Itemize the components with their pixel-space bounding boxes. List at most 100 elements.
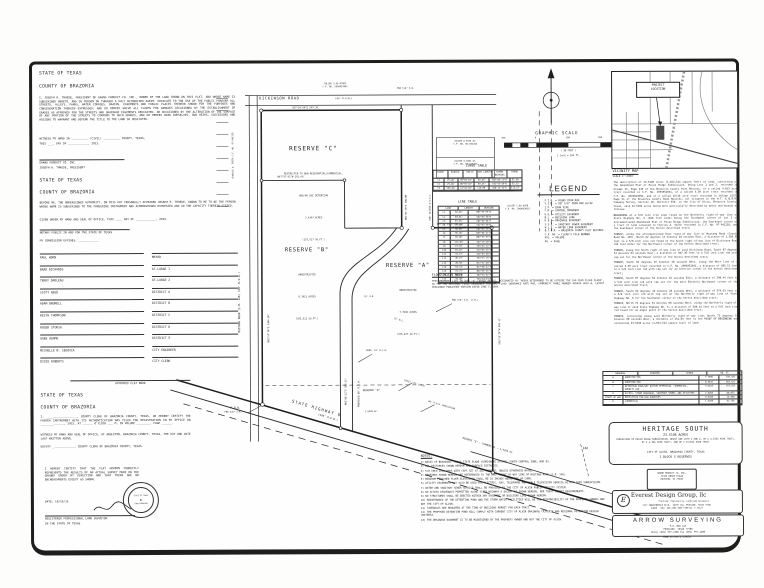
official-title: CITY CLERK [152,356,239,364]
seal-bottom-text: LAND SURVEYOR [134,502,148,505]
county-heading-2: COUNTY OF BRAZORIA [39,190,95,196]
reserve-id-cell: C [603,384,624,393]
curve-table-header-cell: CHORD BEARING [492,170,508,179]
vicinity-map-scale: SCALE 1"=2000' [612,174,635,178]
official-title-text: DISTRICT C [152,312,171,317]
official-signature-row: GABE ADAME DISTRICT E [40,333,239,341]
description-paragraph: THENCE, along the aforementioned East ri… [613,232,738,247]
scale-one-inch: 1 inch = 100 ft. [556,154,580,158]
commission-expires: MY COMMISSION EXPIRES: ____________ [39,238,99,243]
approved-plat-line: APPROVED PLAT BOOK [70,379,191,386]
adjacent-ticks-group [216,98,229,207]
monument-circles-group [259,108,495,475]
official-name: SCOTT REED [39,287,144,295]
reserve-c-name: RESERVE "C" [289,145,338,153]
official-name: DIXIE ROBERTS [40,357,145,364]
curve-table-row: C3 530.00' 12°18'40" 113.89' S08°13'32"E… [433,186,522,191]
job-number-line: JOB# 15-105-1 (2015) [662,535,692,539]
bearing-c-road-label: N02°05'30"E 360.00' [404,193,408,220]
utility-easement-callout: 10' U.E. [364,295,375,299]
official-name-text: TERRY DROLEAU [39,278,64,283]
everest-address: 2727 INDEPENDENCE BLVD., SUITE 100, PEAR… [642,504,712,507]
arrow-phone: Phone (281) 997-1286 Fax (281) 997-1288 [651,530,706,534]
bearing-internal-label: N87°55'02"W 261.08' [277,175,305,179]
description-paragraph: THENCE, South 02 degrees 19 minutes 28 s… [613,289,739,300]
official-name: TERRY DROLEAU [39,276,144,283]
official-signature-row: ROGER STUKSA DISTRICT D [40,322,239,330]
clerk-witness: WITNESS MY HAND AND SEAL OF OFFICE, AT A… [40,431,191,441]
official-signature-row: KEITH THOMPSON DISTRICT C [40,310,239,318]
dickinson-row-label: (60' R.O.W.) [335,97,353,101]
reserve-a-acres: 7.7006 ACRES [399,311,417,315]
official-title: AT-LARGE 1 [151,264,238,271]
description-paragraph: BEGINNING at a 5/8 inch iron pipe found … [613,213,738,231]
curve-chord-cell: 113.67' [510,186,522,191]
curve-table-header-cell: CHORD [507,170,522,179]
bearing-top-label: S87°54'04"E 507.36' [292,106,320,110]
scale-tick: 0 [534,136,537,140]
official-title: CITY ENGINEER [152,345,239,352]
curve-table-header-cell: CURVE [433,170,449,179]
vicinity-linework [612,71,738,168]
official-name: ADAM BRUNELL [40,299,145,306]
clerk-county-heading: COUNTY OF BRAZORIA [40,405,96,411]
official-name-text: KEITH THOMPSON [40,313,66,318]
arrow-surveying-name: ARROW SURVEYING [633,517,723,524]
surveyor-certification: I HEREBY CERTIFY THAT THE PLAT HEREON CO… [44,466,139,482]
official-signature-row: TERRY DROLEAU AT-LARGE 2 [39,275,238,283]
graphic-scale-title: GRAPHIC SCALE [535,130,579,136]
official-name-text: MICHELLE N. SEGOVIA [40,348,75,353]
waterline-easement-callout: PROP. 10' W.L.E. [366,348,388,353]
everest-tagline: Planning, Engineering, Landscape Designe… [658,500,710,503]
reserve-a-sqft: (335,437 SQ.FT.) [396,333,420,337]
curve-table-body: C1 25.00' 90°04'18" 39.30' N47°06'21"W 3… [433,178,522,191]
boundary-group [176,109,660,522]
official-name-text: ADAM BRUNELL [40,301,62,306]
official-title: DISTRICT D [152,322,239,329]
reserve-b-sqft: (365,521 SQ.FT.) [295,317,319,321]
official-title: DISTRICT B [152,299,239,306]
reserve-table-row: E COMMERCIAL 1.4269 62,156 [603,399,742,405]
official-signature-row: PAUL HORN MAYOR [39,252,238,260]
surveyor-date: DATE: 10/26/15 [44,499,69,504]
curve-table-title: CURVE TABLE [465,163,488,168]
dedication-paragraph: I, JOSEPH R. THREDE, PRESIDENT OF GRAND … [39,94,236,122]
reserve-d-acres: 2.0403 AC. [364,410,379,414]
official-name-text: DIXIE ROBERTS [40,359,64,364]
note-item: 13) THE DRAINAGE EASEMENT IS TO BE MAINT… [420,517,563,522]
found-iron-rod-callout: FND 5/8" I.R. (C.M.) [452,298,479,302]
reserve-c-use-1: RESTRICTED TO NON-RESIDENTIAL/COMMERCIAL… [283,171,343,175]
official-title-text: DISTRICT B [152,301,171,306]
description-paragraph: THENCE, North 72 degrees 51 minutes 08 s… [614,301,739,313]
notes-list: 1) BASIS OF BEARINGS: TEXAS STATE PLANE … [421,460,607,523]
reserve-acres-cell: 3.6163 [699,384,720,392]
bearing-right-label: S02°19'28"W 585.11' [498,317,502,345]
metes-and-bounds-description: The description of 23.5196 acres (1,024,… [614,180,739,327]
description-paragraph: The description of 23.5196 acres (1,024,… [613,180,738,211]
description-paragraph: THENCE, continuing along said Northerly … [614,314,739,325]
reserve-sqft-cell: 157,527 [719,384,742,392]
official-title-text: DISTRICT D [152,324,171,329]
curve-radius-cell: 530.00' [444,186,459,191]
official-name-text: PAUL HORN [39,255,57,260]
surveyor-seal: STATE OF TEXAS ★ LAND SURVEYOR [122,481,159,519]
line-table-body: L1 30.00' N87°54'04"W L2 60.01' S02°05'5… [438,210,499,283]
reserve-c-use-2: AND/OR USE DETENTION [299,193,328,198]
curve-arc-cell: 113.89' [474,186,490,191]
bearing-center-road-label: N02°08'12"E 588.31' [344,377,348,406]
official-title-text: CITY ENGINEER [152,347,176,352]
county-heading: COUNTY OF BRAZORIA [39,84,95,90]
official-title: DISTRICT E [152,333,239,341]
scale-in-feet: ( IN FEET ) [560,149,577,153]
curve-table-header-cell: RADIUS [448,170,464,179]
scale-tick: 100 [565,136,570,140]
plat-title-consist: CONSISTING OF PECAN RIDGE SUBDIVISION, W… [616,437,736,444]
curve-table-header-cell: ARC LENGTH [477,170,493,179]
bearing-left-label: N02°14'30"E 1306.50' [267,313,271,343]
state-of-texas-heading-2: STATE OF TEXAS [39,178,83,184]
adjacent-owner-west: CHARLES A. SMITH C.F. NO. 97-041218 [231,132,235,179]
lot-24a-label: 24A [582,446,589,451]
clerk-state-heading: STATE OF TEXAS [40,393,84,399]
